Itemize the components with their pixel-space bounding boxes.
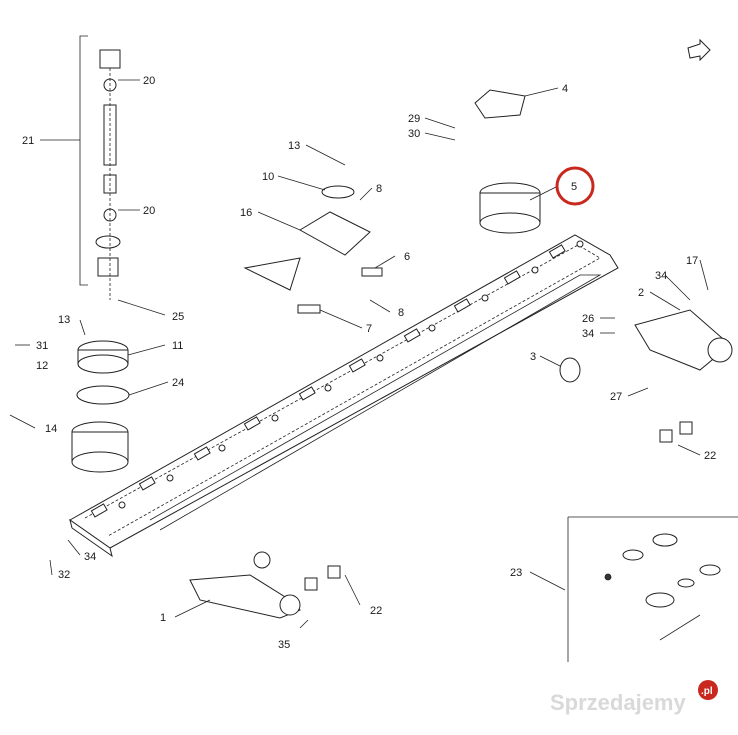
callout-3: 3 (530, 351, 536, 363)
callout-13-mid: 13 (288, 140, 300, 152)
callout-24: 24 (172, 377, 184, 389)
seal-kit-box (567, 516, 738, 662)
callout-35: 35 (278, 639, 290, 651)
watermark: Sprzedajemy .pl (550, 680, 718, 715)
callout-1: 1 (160, 612, 166, 624)
callout-5: 5 (571, 181, 577, 193)
callout-25: 25 (172, 311, 184, 323)
left-hub-parts (71, 340, 130, 473)
callout-2: 2 (638, 287, 644, 299)
callout-22-right: 22 (704, 450, 716, 462)
callout-11: 11 (172, 340, 183, 352)
callout-20-top: 20 (143, 75, 155, 87)
watermark-badge (698, 680, 718, 700)
callout-8-bottom: 8 (398, 307, 404, 319)
callout-10: 10 (262, 171, 274, 183)
callout-31: 31 (36, 340, 48, 352)
callout-23: 23 (510, 567, 522, 579)
callout-32: 32 (58, 569, 70, 581)
callout-34-left: 34 (84, 551, 96, 563)
cutting-disc-parts (243, 185, 383, 314)
callout-4: 4 (562, 83, 568, 95)
callout-34-right-mid: 34 (582, 328, 594, 340)
drive-shaft-assembly (79, 35, 121, 300)
callout-27: 27 (610, 391, 622, 403)
next-page-arrow-icon[interactable] (687, 38, 711, 62)
callout-8-top: 8 (376, 183, 382, 195)
watermark-text: Sprzedajemy (550, 690, 686, 715)
highlight-ring (555, 166, 595, 206)
callout-30: 30 (408, 128, 420, 140)
watermark-badge-text: .pl (701, 686, 713, 697)
bar-holes (90, 240, 584, 518)
callout-12: 12 (36, 360, 48, 372)
leader-lines (9, 79, 709, 629)
callout-26: 26 (582, 313, 594, 325)
right-bracket-parts (559, 309, 733, 443)
callout-14: 14 (45, 423, 57, 435)
callout-20-bottom: 20 (143, 205, 155, 217)
callout-6: 6 (404, 251, 410, 263)
callout-21: 21 (22, 135, 34, 147)
callout-labels: 20 21 20 25 13 31 12 11 24 14 13 10 8 16… (22, 75, 716, 651)
cutter-bar (69, 234, 619, 558)
callout-34-right-top: 34 (655, 270, 667, 282)
callout-22-bottom: 22 (370, 605, 382, 617)
bottom-bracket-parts (189, 551, 341, 619)
callout-17: 17 (686, 255, 698, 267)
gear-housing-parts (474, 89, 541, 234)
callout-13-left: 13 (58, 314, 70, 326)
callout-7: 7 (366, 323, 372, 335)
callout-16: 16 (240, 207, 252, 219)
callout-29: 29 (408, 113, 420, 125)
